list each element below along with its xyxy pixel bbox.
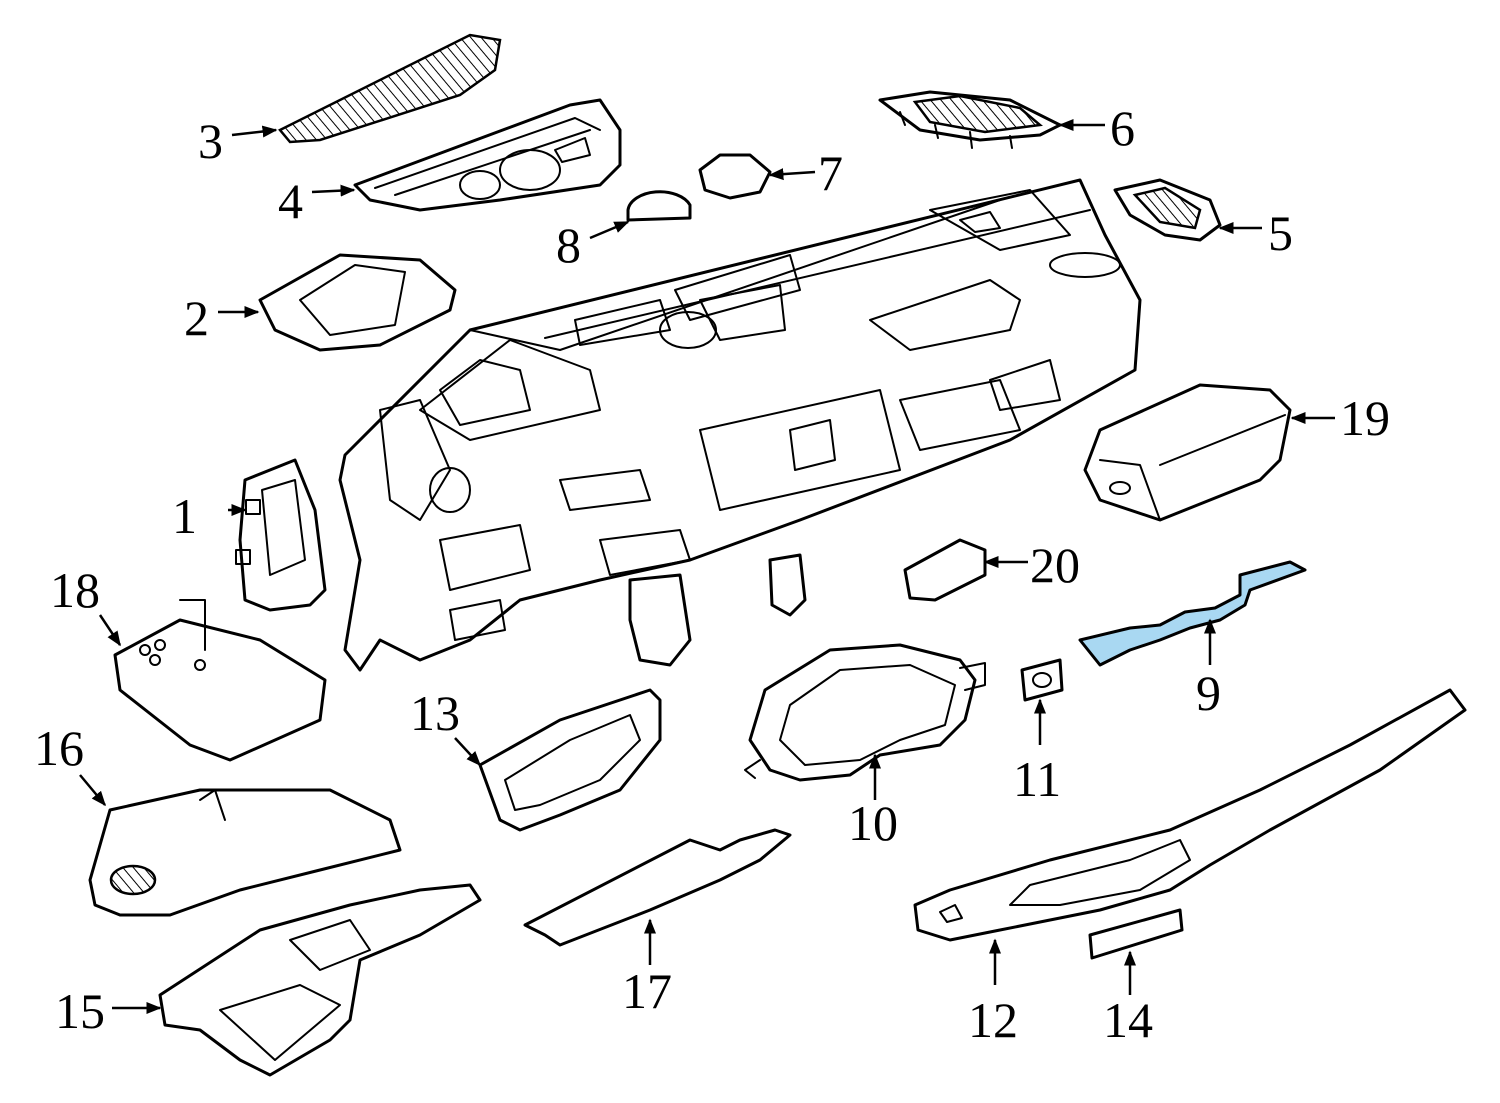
part-1-side-trim <box>235 458 327 612</box>
callout-19: 19 <box>1340 390 1390 446</box>
callout-11: 11 <box>1013 751 1061 807</box>
callout-1: 1 <box>172 488 197 544</box>
callout-18: 18 <box>50 562 100 618</box>
callout-14: 14 <box>1103 992 1153 1048</box>
part-8-cover <box>626 190 692 222</box>
callout-15: 15 <box>55 983 105 1039</box>
part-18-support-bracket <box>113 599 327 762</box>
part-9-bracket-highlighted <box>1078 560 1307 667</box>
callout-6: 6 <box>1110 100 1135 156</box>
callout-20: 20 <box>1030 537 1080 593</box>
instrument-panel-main <box>338 178 1142 672</box>
callout-8: 8 <box>556 217 581 273</box>
part-13-side-panel <box>478 688 662 832</box>
callout-4: 4 <box>278 173 303 229</box>
part-15-lower-duct <box>158 883 482 1077</box>
callout-16: 16 <box>34 720 84 776</box>
part-11-plate <box>1020 658 1064 702</box>
callout-numbers: 1 2 3 4 5 6 7 8 9 10 11 12 13 14 15 16 1… <box>34 100 1390 1048</box>
callout-9: 9 <box>1196 665 1221 721</box>
part-6-grille <box>878 90 1062 149</box>
callout-5: 5 <box>1268 205 1293 261</box>
part-16-lower-bracket <box>88 788 402 917</box>
part-4-upper-trim-panel <box>353 98 622 212</box>
part-19-module <box>1083 383 1292 522</box>
part-20-block <box>903 538 987 602</box>
part-2-speaker-grille <box>258 253 457 352</box>
part-14-insert <box>1088 908 1184 960</box>
callout-12: 12 <box>968 992 1018 1048</box>
callout-2: 2 <box>184 290 209 346</box>
part-7-cover <box>698 153 772 200</box>
callout-7: 7 <box>818 145 843 201</box>
callout-13: 13 <box>410 685 460 741</box>
part-12-trim-strip <box>913 688 1467 942</box>
part-10-instrument-cluster <box>744 643 986 782</box>
part-17-flat-bracket <box>523 828 792 947</box>
part-5-air-vent <box>1113 178 1222 242</box>
leader-lines <box>79 119 1335 1014</box>
callout-3: 3 <box>198 113 223 169</box>
callout-10: 10 <box>848 795 898 851</box>
callout-17: 17 <box>622 963 672 1019</box>
part-3-defroster-grille <box>278 33 502 144</box>
